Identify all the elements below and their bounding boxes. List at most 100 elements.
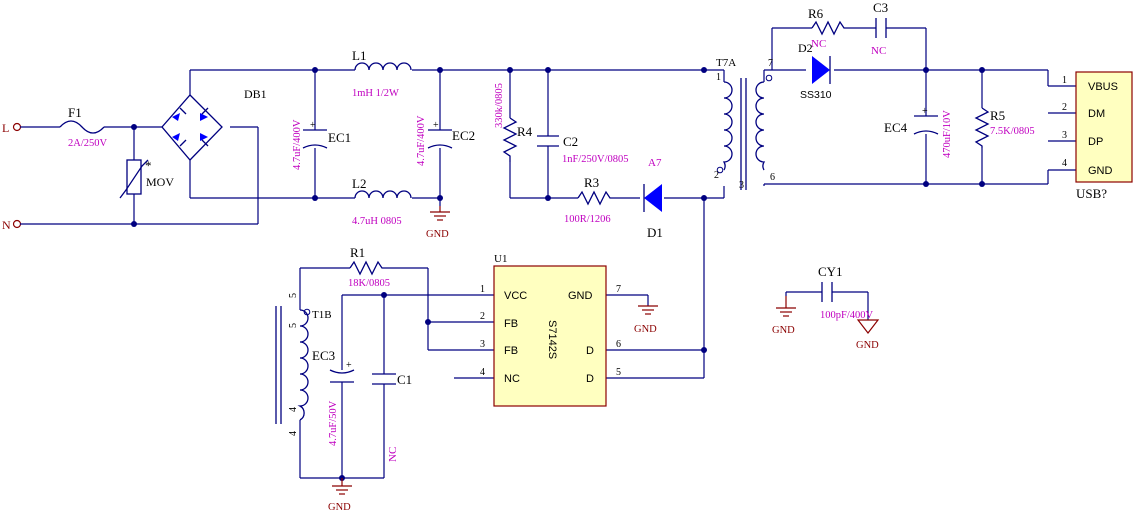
ec3-ref: EC3 xyxy=(312,348,335,363)
gnd-label: GND xyxy=(634,324,657,335)
ground-symbol: GND xyxy=(634,305,658,335)
u1-pin6-num: 6 xyxy=(616,339,621,350)
resistor-r4[interactable]: R4 330k/0805 xyxy=(494,83,533,162)
t1b-pin4b: 4 xyxy=(288,431,299,436)
usb-pin1-num: 1 xyxy=(1062,75,1067,86)
u1-pin1-num: 1 xyxy=(480,284,485,295)
cy1-ref: CY1 xyxy=(818,264,843,279)
usb-connector[interactable]: 1 2 3 4 VBUS DM DP GND USB? xyxy=(1062,71,1133,201)
t1b-pin5a: 5 xyxy=(288,293,299,298)
c2-value: 1nF/250V/0805 xyxy=(562,154,629,165)
d1-extra: A7 xyxy=(648,157,662,169)
port-neutral-terminal xyxy=(12,219,22,229)
wires xyxy=(20,27,1076,479)
u1-pin2-num: 2 xyxy=(480,311,485,322)
c1-value: NC xyxy=(387,447,399,462)
svg-text:+: + xyxy=(310,120,316,131)
t7a-pin2: 2 xyxy=(714,170,719,181)
c3-value: NC xyxy=(871,45,886,57)
t1b-pin4a: 4 xyxy=(288,407,299,412)
ground-symbol: GND xyxy=(426,206,450,240)
ec2-ref: EC2 xyxy=(452,128,475,143)
r3-value: 100R/1206 xyxy=(564,214,611,225)
inductor-l1[interactable]: L1 1mH 1/2W xyxy=(352,48,412,99)
ground-symbol: GND xyxy=(772,296,796,336)
junction-dots xyxy=(131,67,985,481)
ground-symbol: GND xyxy=(856,319,880,351)
transformer-t7a[interactable]: T7A 1 2 3 7 6 xyxy=(714,57,775,191)
u1-pin7-name: GND xyxy=(568,290,593,302)
inductor-l2[interactable]: L2 4.7uH 0805 xyxy=(352,176,412,227)
svg-text:+: + xyxy=(346,360,352,371)
l1-value: 1mH 1/2W xyxy=(352,88,399,99)
c1-ref: C1 xyxy=(397,372,412,387)
resistor-r3[interactable]: R3 100R/1206 xyxy=(564,175,612,225)
ec1-value: 4.7uF/400V xyxy=(292,119,303,170)
usb-pin1-name: VBUS xyxy=(1088,81,1118,93)
port-neutral-label: N xyxy=(2,218,11,232)
d1-ref: D1 xyxy=(647,225,663,240)
svg-text:+: + xyxy=(922,106,928,117)
r5-value: 7.5K/0805 xyxy=(990,126,1035,137)
capacitor-ec1[interactable]: + EC1 4.7uF/400V xyxy=(292,119,351,170)
fuse-f1[interactable]: F1 2A/250V xyxy=(59,105,108,149)
capacitor-cy1[interactable]: CY1 100pF/400V xyxy=(818,264,874,321)
port-line-terminal xyxy=(12,122,22,132)
usb-pin4-num: 4 xyxy=(1062,158,1067,169)
t7a-pin6: 6 xyxy=(770,172,775,183)
r4-ref: R4 xyxy=(517,124,533,139)
ec1-ref: EC1 xyxy=(328,130,351,145)
mov-ref: MOV xyxy=(146,175,174,189)
r6-value: NC xyxy=(811,38,826,50)
resistor-r5[interactable]: R5 7.5K/0805 xyxy=(974,107,1035,148)
usb-pin3-name: DP xyxy=(1088,136,1103,148)
mov-mark: * xyxy=(145,158,152,173)
l2-value: 4.7uH 0805 xyxy=(352,216,402,227)
capacitor-ec3[interactable]: + EC3 4.7uF/50V xyxy=(312,348,355,446)
ec2-value: 4.7uF/400V xyxy=(416,115,427,166)
varistor-mov[interactable]: * MOV xyxy=(119,158,174,199)
u1-pin3-name: FB xyxy=(504,345,518,357)
u1-pin4-name: NC xyxy=(504,373,520,385)
r1-value: 18K/0805 xyxy=(348,278,390,289)
u1-pin6-name: D xyxy=(586,345,594,357)
capacitor-ec4[interactable]: + EC4 470uF/10V xyxy=(884,106,953,158)
t7a-pin7: 7 xyxy=(768,58,773,69)
resistor-r1[interactable]: R1 18K/0805 xyxy=(348,245,390,289)
r3-ref: R3 xyxy=(584,175,599,190)
usb-pin2-name: DM xyxy=(1088,108,1105,120)
diode-d2[interactable]: D2 SS310 xyxy=(798,41,832,101)
ic-u1[interactable]: U1 S7142S 1 VCC 2 FB 3 FB 4 NC 7 GND 6 D… xyxy=(480,253,621,407)
u1-pin2-name: FB xyxy=(504,318,518,330)
input-ports: L N xyxy=(2,121,22,232)
bridge-rectifier-db1[interactable]: DB1 xyxy=(161,87,267,161)
capacitor-c1[interactable]: C1 NC xyxy=(372,372,412,462)
ec3-value: 4.7uF/50V xyxy=(328,400,339,446)
gnd-label: GND xyxy=(772,325,795,336)
svg-text:+: + xyxy=(433,120,439,131)
t7a-pin3: 3 xyxy=(739,180,744,191)
u1-ref: U1 xyxy=(494,253,507,265)
u1-pin3-num: 3 xyxy=(480,339,485,350)
resistor-r6[interactable]: R6 NC xyxy=(808,6,848,50)
u1-pin7-num: 7 xyxy=(616,284,621,295)
c3-ref: C3 xyxy=(873,0,888,15)
gnd-label: GND xyxy=(328,502,351,513)
ec4-value: 470uF/10V xyxy=(942,110,953,158)
ec4-ref: EC4 xyxy=(884,120,908,135)
d2-value: SS310 xyxy=(800,89,832,101)
capacitor-c2[interactable]: C2 1nF/250V/0805 xyxy=(537,134,629,165)
l1-ref: L1 xyxy=(352,48,366,63)
capacitor-c3[interactable]: C3 NC xyxy=(871,0,888,57)
f1-value: 2A/250V xyxy=(68,138,108,149)
transformer-t1b[interactable]: T1B 5 5 4 4 xyxy=(275,293,332,436)
u1-part: S7142S xyxy=(546,320,558,359)
r1-ref: R1 xyxy=(350,245,365,260)
gnd-label: GND xyxy=(426,229,449,240)
db1-ref: DB1 xyxy=(244,87,267,101)
l2-ref: L2 xyxy=(352,176,366,191)
capacitor-ec2[interactable]: + EC2 4.7uF/400V xyxy=(416,115,475,166)
c2-ref: C2 xyxy=(563,134,578,149)
diode-d1[interactable]: D1 A7 xyxy=(643,157,663,240)
